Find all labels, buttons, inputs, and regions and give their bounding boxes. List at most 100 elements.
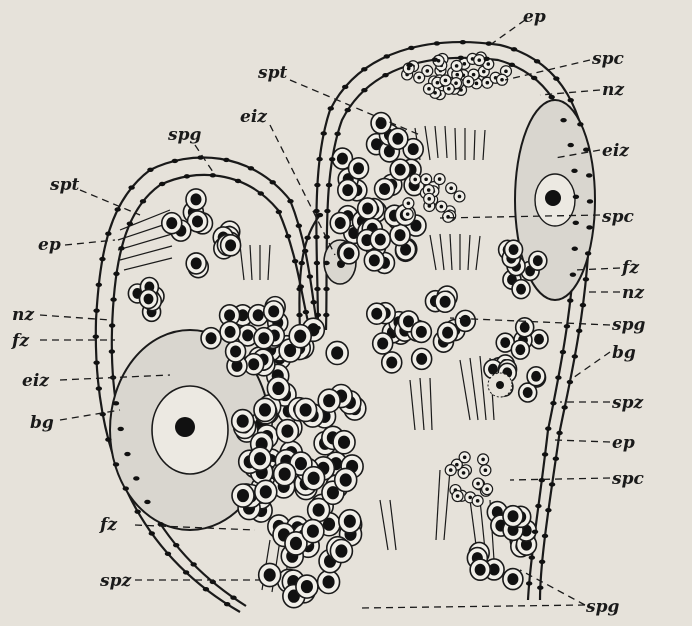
spermatogonium-cell [371, 113, 391, 134]
wall-nucleus [568, 143, 574, 147]
spermatogonium-cell [390, 225, 410, 246]
wall-nucleus [303, 310, 309, 314]
spermatogonium-cell [388, 128, 408, 149]
wall-nucleus [304, 236, 310, 240]
cell-nucleus [523, 387, 533, 398]
cell-nucleus [467, 80, 471, 84]
wall-nucleus [560, 350, 566, 354]
wall-nucleus [296, 224, 302, 228]
label-nz-right: nz [622, 283, 644, 303]
wall-nucleus [460, 40, 466, 44]
label-spc-top: spc [591, 49, 624, 69]
cell-nucleus [447, 87, 451, 91]
cell-nucleus [516, 284, 526, 295]
cell-nucleus [462, 471, 466, 475]
wall-nucleus [545, 508, 551, 512]
spermatocyte-cell [424, 193, 435, 204]
wall-nucleus [123, 486, 129, 490]
cell-nucleus [520, 322, 530, 333]
spermatogonium-cell [295, 398, 317, 421]
cell-nucleus [362, 202, 373, 214]
wall-nucleus [458, 56, 464, 60]
wall-nucleus [535, 504, 541, 508]
cell-nucleus [436, 81, 440, 85]
cell-nucleus [301, 580, 313, 593]
wall-nucleus [190, 562, 196, 566]
wall-nucleus [134, 509, 140, 513]
cell-nucleus [427, 188, 431, 192]
cell-nucleus [424, 177, 428, 181]
cell-nucleus [353, 162, 364, 174]
cell-nucleus [413, 178, 417, 182]
wall-nucleus [345, 108, 351, 112]
wall-nucleus [203, 587, 209, 591]
spermatogonium-cell [333, 431, 355, 454]
cell-nucleus [482, 70, 486, 74]
label-ep-left: ep [38, 235, 61, 255]
cell-nucleus [468, 496, 472, 500]
spermatogonium-cell [512, 280, 530, 299]
cell-nucleus [407, 201, 411, 205]
cell-nucleus [369, 254, 380, 266]
cell-nucleus [455, 73, 459, 77]
wall-nucleus [564, 324, 570, 328]
cell-nucleus [534, 334, 544, 345]
cell-nucleus [237, 414, 249, 427]
wall-nucleus [147, 168, 153, 172]
cell-nucleus [449, 186, 453, 190]
cell-nucleus [395, 164, 406, 176]
wall-nucleus [93, 308, 99, 312]
cell-nucleus [190, 193, 201, 205]
cell-nucleus [258, 332, 269, 344]
wall-nucleus [576, 329, 582, 333]
wall-nucleus [586, 173, 592, 177]
cell-nucleus [335, 544, 347, 557]
spermatocyte-cell [451, 60, 462, 71]
cell-nucleus [259, 403, 271, 416]
cell-nucleus [192, 215, 203, 227]
spermatogonium-cell [186, 253, 206, 274]
spermatogonium-cell [503, 506, 523, 527]
wall-nucleus [127, 221, 133, 225]
label-spt-left: spt [49, 175, 79, 195]
wall-nucleus [118, 427, 124, 431]
cell-nucleus [455, 64, 459, 68]
label-fz-right: fz [621, 258, 639, 278]
cell-nucleus [460, 315, 471, 327]
wall-nucleus [314, 326, 320, 330]
label-spz-right: spz [611, 393, 643, 413]
wall-nucleus [296, 287, 302, 291]
cell-nucleus [481, 458, 485, 462]
wall-nucleus [99, 257, 105, 261]
cell-nucleus [379, 183, 390, 195]
wall-nucleus [384, 54, 390, 58]
spermatogonium-cell [303, 467, 325, 490]
cell-nucleus [484, 468, 488, 472]
spermatocyte-cell [446, 183, 457, 194]
cell-nucleus [463, 62, 467, 66]
spermatogonium-cell [267, 377, 289, 400]
spermatogonium-cell [140, 290, 158, 309]
spermatogonium-cell [186, 189, 206, 210]
cell-nucleus [295, 457, 307, 470]
spermatogonium-cell [339, 510, 361, 533]
wall-nucleus [183, 570, 189, 574]
cell-nucleus [438, 177, 442, 181]
cell-nucleus [403, 315, 414, 327]
spermatogonium-cell [302, 520, 324, 543]
wall-nucleus [408, 46, 414, 50]
wall-nucleus [334, 132, 340, 136]
spermatogonium-cell [455, 310, 475, 331]
label-nz-left: nz [12, 305, 34, 325]
cell-nucleus [440, 205, 444, 209]
cell-nucleus [533, 255, 543, 266]
label-spc-bottom: spc [611, 469, 644, 489]
wall-nucleus [556, 431, 562, 435]
wall-nucleus [529, 555, 535, 559]
spermatocyte-cell [410, 174, 421, 185]
spermatogonium-cell [411, 321, 431, 342]
label-spg-top: spg [167, 125, 201, 145]
spermatogonium-cell [318, 570, 340, 593]
wall-nucleus [270, 180, 276, 184]
spermatogonium-cell [254, 328, 274, 349]
